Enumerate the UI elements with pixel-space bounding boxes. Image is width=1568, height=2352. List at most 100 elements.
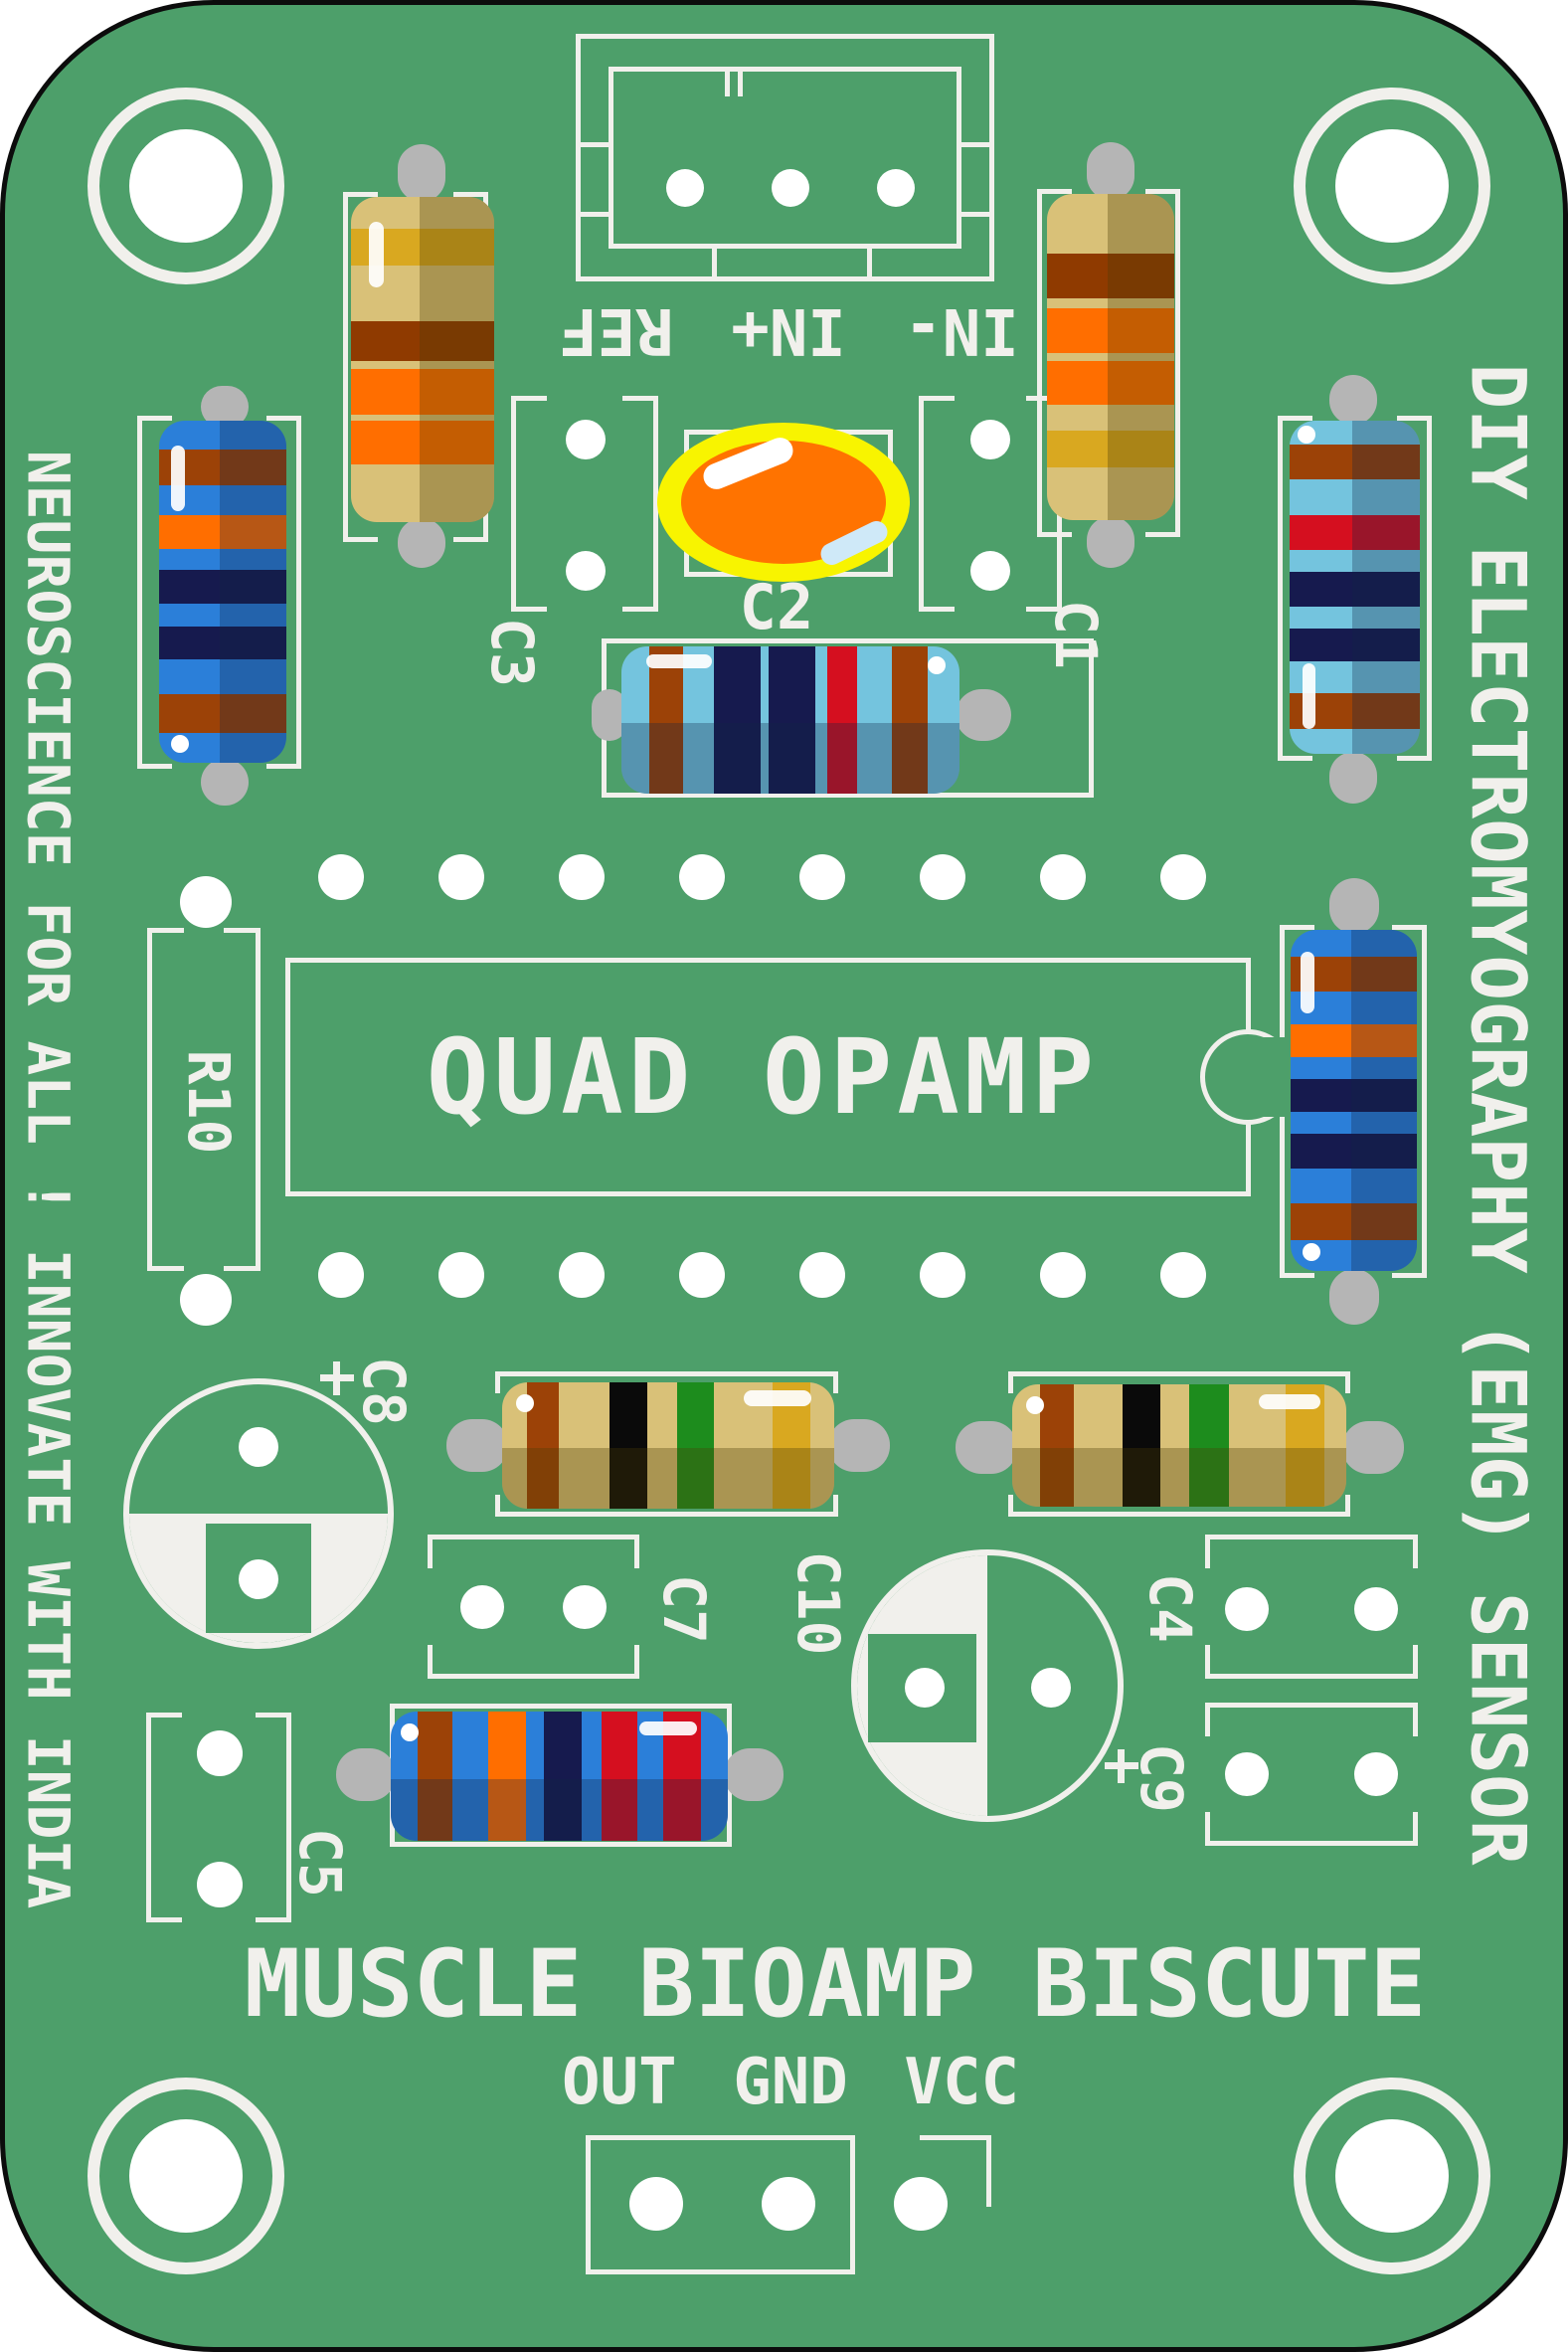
pad-hole (762, 2177, 815, 2231)
label-gnd: GND (733, 2046, 848, 2119)
c7-bracket-bottom (428, 1645, 639, 1679)
pad-hole (239, 1559, 278, 1599)
pad-hole (438, 1252, 484, 1298)
pad-hole (679, 854, 725, 900)
pad-hole (180, 876, 232, 928)
pad-hole (920, 854, 965, 900)
pad-hole (563, 1585, 607, 1629)
label-r10: R10 (175, 1049, 243, 1155)
pad-hole (1354, 1587, 1398, 1631)
label-c8: C8 (350, 1357, 418, 1426)
pad-hole (566, 551, 606, 591)
mounting-hole (129, 129, 243, 243)
input-connector-inner-outline (609, 67, 961, 249)
label-ref: REF (559, 293, 674, 367)
r10-bracket-right (224, 928, 261, 1271)
pad-hole (666, 169, 704, 207)
resistor-lead (201, 759, 249, 806)
mounting-hole (1335, 129, 1449, 243)
label-in-plus: IN+ (731, 293, 846, 367)
pad-hole (920, 1252, 965, 1298)
output-connector-outline (586, 2135, 855, 2274)
c4-bracket-top (1205, 1535, 1418, 1568)
c5-bracket-left (146, 1713, 182, 1922)
resistor-lead (1342, 1421, 1404, 1474)
label-c9: C9 (1128, 1743, 1195, 1813)
mounting-hole (129, 2119, 243, 2233)
board-title: MUSCLE BIOAMP BISCUTE (244, 1930, 1427, 2039)
resistor-bracket (1392, 925, 1427, 1278)
input-connector-outline (576, 34, 994, 281)
resistor-right-blue (1291, 930, 1417, 1271)
c3-bracket-right (622, 396, 658, 612)
c8-plus-icon (333, 1361, 340, 1395)
resistor-bracket (1145, 189, 1180, 537)
resistor-bracket (137, 416, 172, 769)
pad-hole (180, 1274, 232, 1326)
resistor-lead (1329, 878, 1379, 934)
c5-bracket-right (256, 1713, 291, 1922)
resistor-lead (724, 1748, 784, 1801)
pad-hole (197, 1862, 243, 1907)
connector-tick (961, 142, 994, 147)
resistor-lead (398, 518, 445, 568)
resistor-lead (1087, 142, 1134, 200)
pad-hole (894, 2177, 948, 2231)
pad-hole (970, 551, 1010, 591)
pad-hole (799, 1252, 845, 1298)
resistor-lead (1087, 516, 1134, 568)
resistor-bracket (495, 1371, 838, 1393)
pad-hole (460, 1585, 504, 1629)
c1-bracket-left (919, 396, 955, 612)
label-c2: C2 (739, 571, 814, 643)
pad-hole (559, 1252, 605, 1298)
vcc-corner-bracket (920, 2135, 991, 2207)
pin1-marker (738, 67, 743, 96)
resistor-bracket (1278, 416, 1312, 761)
pad-hole (1160, 854, 1206, 900)
resistor-lead (446, 1419, 508, 1472)
right-slogan-text: DIY ELECTROMYOGRAPHY (EMG) SENSOR (1454, 363, 1543, 1866)
resistor-lead (1329, 752, 1377, 804)
resistor-lead (336, 1748, 396, 1801)
pad-hole (438, 854, 484, 900)
c9-bracket-top (1205, 1703, 1418, 1736)
pad-hole (318, 854, 364, 900)
resistor-lead (956, 689, 1011, 741)
pad-hole (799, 854, 845, 900)
pad-hole (566, 420, 606, 459)
resistor-bracket (266, 416, 301, 769)
c8-outline (123, 1378, 394, 1649)
resistor-lead (1329, 375, 1377, 425)
resistor-bracket (1008, 1371, 1350, 1393)
resistor-bracket (343, 192, 378, 542)
pad-hole (1160, 1252, 1206, 1298)
c10-outline (851, 1549, 1124, 1822)
pad-hole (772, 169, 809, 207)
resistor-bottom-blue (391, 1712, 728, 1841)
resistor-bottom-left-tan (502, 1382, 834, 1509)
pad-hole (1354, 1752, 1398, 1796)
resistor-top-right-tan (1047, 194, 1174, 520)
label-c5: C5 (286, 1828, 354, 1898)
resistor-center-light-blue (621, 646, 959, 794)
pad-hole (239, 1427, 278, 1467)
pad-hole (679, 1252, 725, 1298)
mounting-hole (1335, 2119, 1449, 2233)
pad-hole (559, 854, 605, 900)
label-c1: C1 (1042, 600, 1110, 669)
resistor-right-light-blue (1290, 421, 1420, 754)
connector-tick (576, 142, 609, 147)
left-slogan-text: NEUROSCIENCE FOR ALL ! INNOVATE WITH IND… (14, 450, 83, 1909)
resistor-bottom-right-tan (1012, 1384, 1346, 1507)
resistor-left-blue (159, 421, 286, 763)
pad-hole (629, 2177, 683, 2231)
label-c7: C7 (650, 1574, 718, 1644)
resistor-lead (1329, 1269, 1379, 1325)
output-pin-labels: OUT GND VCC (562, 2046, 1019, 2119)
pin1-marker (725, 67, 730, 96)
pad-hole (1040, 854, 1086, 900)
connector-tick (867, 249, 872, 281)
connector-tick (712, 249, 717, 281)
r10-bracket-left (147, 928, 184, 1271)
